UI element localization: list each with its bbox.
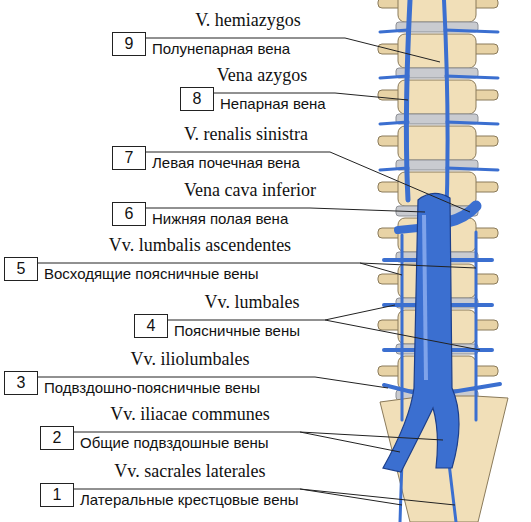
callout-number: 3	[17, 374, 26, 392]
russian-name: Поясничные вены	[174, 322, 300, 339]
russian-name: Левая почечная вена	[152, 154, 300, 171]
callout-box: 9	[112, 32, 146, 56]
callout-number: 4	[147, 317, 156, 335]
small-veins	[380, 0, 500, 522]
callout-box: 5	[4, 257, 38, 281]
russian-name: Восходящие поясничные вены	[44, 265, 259, 282]
callout-number: 2	[53, 429, 62, 447]
highlight	[424, 215, 426, 380]
callout-number: 9	[125, 35, 134, 53]
callout-box: 8	[180, 87, 214, 111]
callout-box: 4	[134, 314, 168, 338]
latin-name: Vena cava inferior	[100, 180, 400, 201]
leader-lines	[38, 38, 480, 505]
callout-number: 6	[125, 205, 134, 223]
callout-box: 6	[112, 202, 146, 226]
latin-name: Vv. iliolumbales	[40, 349, 340, 370]
latin-name: Vena azygos	[112, 65, 412, 86]
latin-name: Vv. sacrales laterales	[40, 461, 340, 482]
russian-name: Полунепарная вена	[152, 40, 290, 57]
callout-number: 5	[17, 260, 26, 278]
callout-box: 3	[4, 371, 38, 395]
latin-name: V. hemiazygos	[98, 10, 398, 31]
callout-number: 7	[125, 149, 134, 167]
callout-box: 1	[40, 483, 74, 507]
russian-name: Непарная вена	[220, 95, 326, 112]
russian-name: Латеральные крестцовые вены	[80, 491, 299, 508]
callout-number: 1	[53, 486, 62, 504]
latin-name: Vv. lumbales	[102, 292, 402, 313]
vertebral-column	[378, 0, 508, 522]
russian-name: Подвздошно-поясничные вены	[44, 379, 260, 396]
russian-name: Нижняя полая вена	[152, 210, 288, 227]
callout-number: 8	[193, 90, 202, 108]
russian-name: Общие подвздошные вены	[80, 434, 269, 451]
callout-box: 2	[40, 426, 74, 450]
callout-box: 7	[112, 146, 146, 170]
latin-name: Vv. lumbalis ascendentes	[50, 235, 350, 256]
latin-name: Vv. iliacae communes	[40, 404, 340, 425]
vena-cava-inferior	[383, 193, 459, 472]
latin-name: V. renalis sinistra	[96, 124, 396, 145]
